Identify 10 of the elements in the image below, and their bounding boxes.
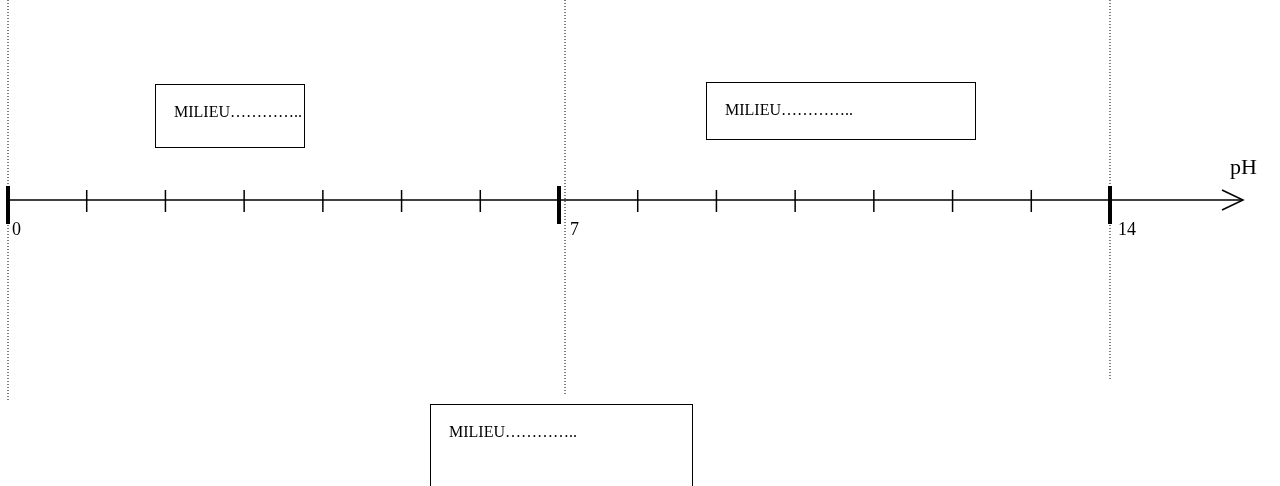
answer-box bbox=[155, 84, 305, 148]
box-text: MILIEU………….. bbox=[725, 101, 853, 118]
box-text: MILIEU………….. bbox=[449, 423, 577, 440]
axis-label: 0 bbox=[12, 220, 21, 238]
axis-label: 7 bbox=[570, 220, 579, 238]
answer-box bbox=[430, 404, 693, 486]
answer-box bbox=[706, 82, 976, 140]
axis-label: 14 bbox=[1118, 220, 1136, 238]
axis-label: pH bbox=[1230, 156, 1257, 178]
box-text: MILIEU………….. bbox=[174, 103, 302, 120]
